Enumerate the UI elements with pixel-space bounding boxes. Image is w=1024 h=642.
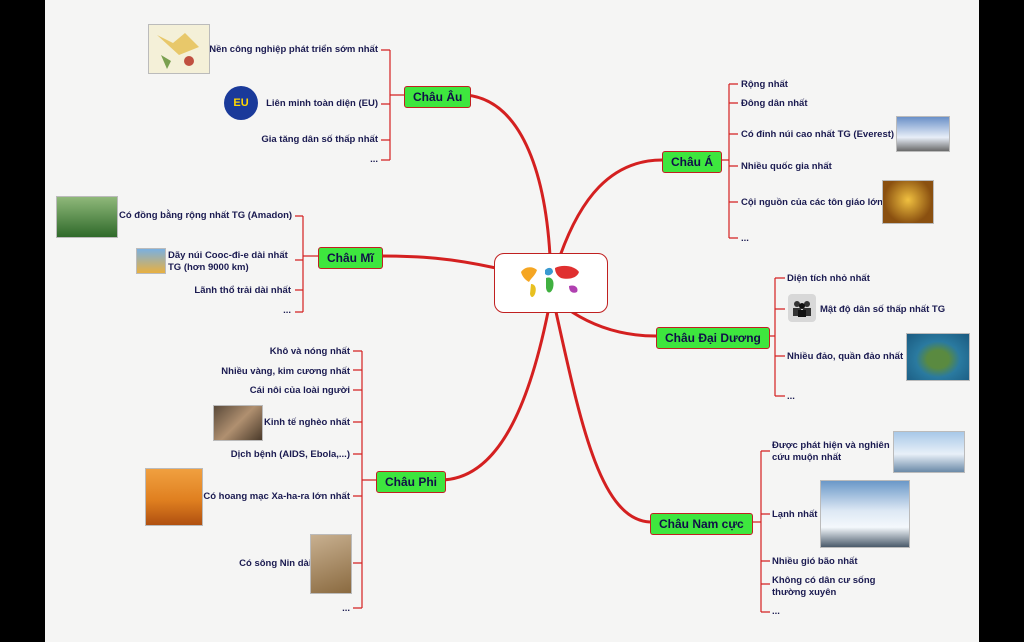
eu-badge-label: EU (233, 97, 249, 109)
america-item-2: Dãy núi Cooc-đi-e dài nhất (168, 250, 288, 261)
oceania-item-1: Diện tích nhỏ nhất (787, 273, 870, 284)
node-europe[interactable]: Châu Âu (404, 86, 472, 108)
asia-item-1: Rộng nhất (741, 79, 788, 90)
asia-item-5: Cội nguồn của các tôn giáo lớn (741, 197, 883, 208)
europe-item-3: Gia tăng dân số thấp nhất (261, 134, 378, 145)
node-antarctica[interactable]: Châu Nam cực (650, 513, 753, 535)
america-item-2b: TG (hơn 9000 km) (168, 262, 249, 273)
africa-item-1: Khô và nóng nhất (269, 346, 350, 357)
africa-item-6: Có hoang mạc Xa-ha-ra lớn nhất (203, 491, 350, 502)
ship-image (893, 431, 965, 473)
island-image (906, 333, 970, 381)
asia-item-more: ... (741, 233, 749, 244)
penguins-image (820, 480, 910, 548)
nile-image (310, 534, 352, 594)
africa-item-7: Có sông Nin dài nhất TG (239, 558, 350, 569)
link-america (379, 254, 497, 270)
asia-item-2: Đông dân nhất (741, 98, 808, 109)
people-image (213, 405, 263, 441)
node-america[interactable]: Châu Mĩ (318, 247, 383, 269)
africa-item-more: ... (342, 603, 350, 614)
antarctica-item-1b: cứu muộn nhất (772, 452, 842, 463)
antarctica-item-1: Được phát hiện và nghiên (772, 440, 890, 451)
mountain-image (136, 248, 166, 274)
antarctica-item-3: Nhiều gió bão nhất (772, 556, 858, 567)
everest-image (896, 116, 950, 152)
africa-item-2: Nhiều vàng, kim cương nhất (221, 366, 350, 377)
node-oceania[interactable]: Châu Đại Dương (656, 327, 770, 349)
link-antarctica (554, 311, 651, 524)
oceania-item-3: Nhiều đảo, quần đảo nhất (787, 351, 904, 362)
oceania-item-2: Mật độ dân số thấp nhất TG (820, 304, 946, 315)
africa-item-5: Dịch bệnh (AIDS, Ebola,...) (230, 449, 350, 460)
link-oceania (571, 310, 657, 338)
people-group-icon (788, 294, 816, 322)
sahara-image (145, 468, 203, 526)
america-item-1: Có đồng bằng rộng nhất TG (Amadon) (119, 210, 293, 221)
antarctica-item-4b: thường xuyên (772, 587, 837, 598)
oceania-item-more: ... (787, 391, 795, 402)
antarctica-item-4: Không có dân cư sống (772, 575, 876, 586)
center-node[interactable] (494, 253, 608, 313)
node-asia[interactable]: Châu Á (662, 151, 722, 173)
world-map-icon (517, 264, 585, 302)
node-africa[interactable]: Châu Phi (376, 471, 447, 493)
asia-item-4: Nhiều quốc gia nhất (741, 161, 832, 172)
buddha-image (882, 180, 934, 224)
europe-item-2: Liên minh toàn diện (EU) (266, 98, 378, 109)
europe-map-image (148, 24, 210, 74)
asia-item-3: Có đỉnh núi cao nhất TG (Everest) (741, 129, 895, 140)
antarctica-item-2: Lạnh nhất (772, 509, 818, 520)
antarctica-item-more: ... (772, 606, 780, 617)
america-item-more: ... (283, 305, 291, 316)
eu-flag-icon: EU (224, 86, 258, 120)
link-africa (439, 311, 550, 482)
link-europe (465, 93, 552, 257)
amazon-image (56, 196, 118, 238)
link-asia (558, 158, 663, 257)
europe-item-1: Nền công nghiệp phát triển sớm nhất (209, 44, 378, 55)
africa-item-3: Cái nôi của loài người (249, 385, 350, 396)
america-item-3: Lãnh thổ trải dài nhất (194, 285, 291, 296)
europe-item-more: ... (370, 154, 378, 165)
africa-item-4: Kinh tế nghèo nhất (263, 417, 350, 428)
